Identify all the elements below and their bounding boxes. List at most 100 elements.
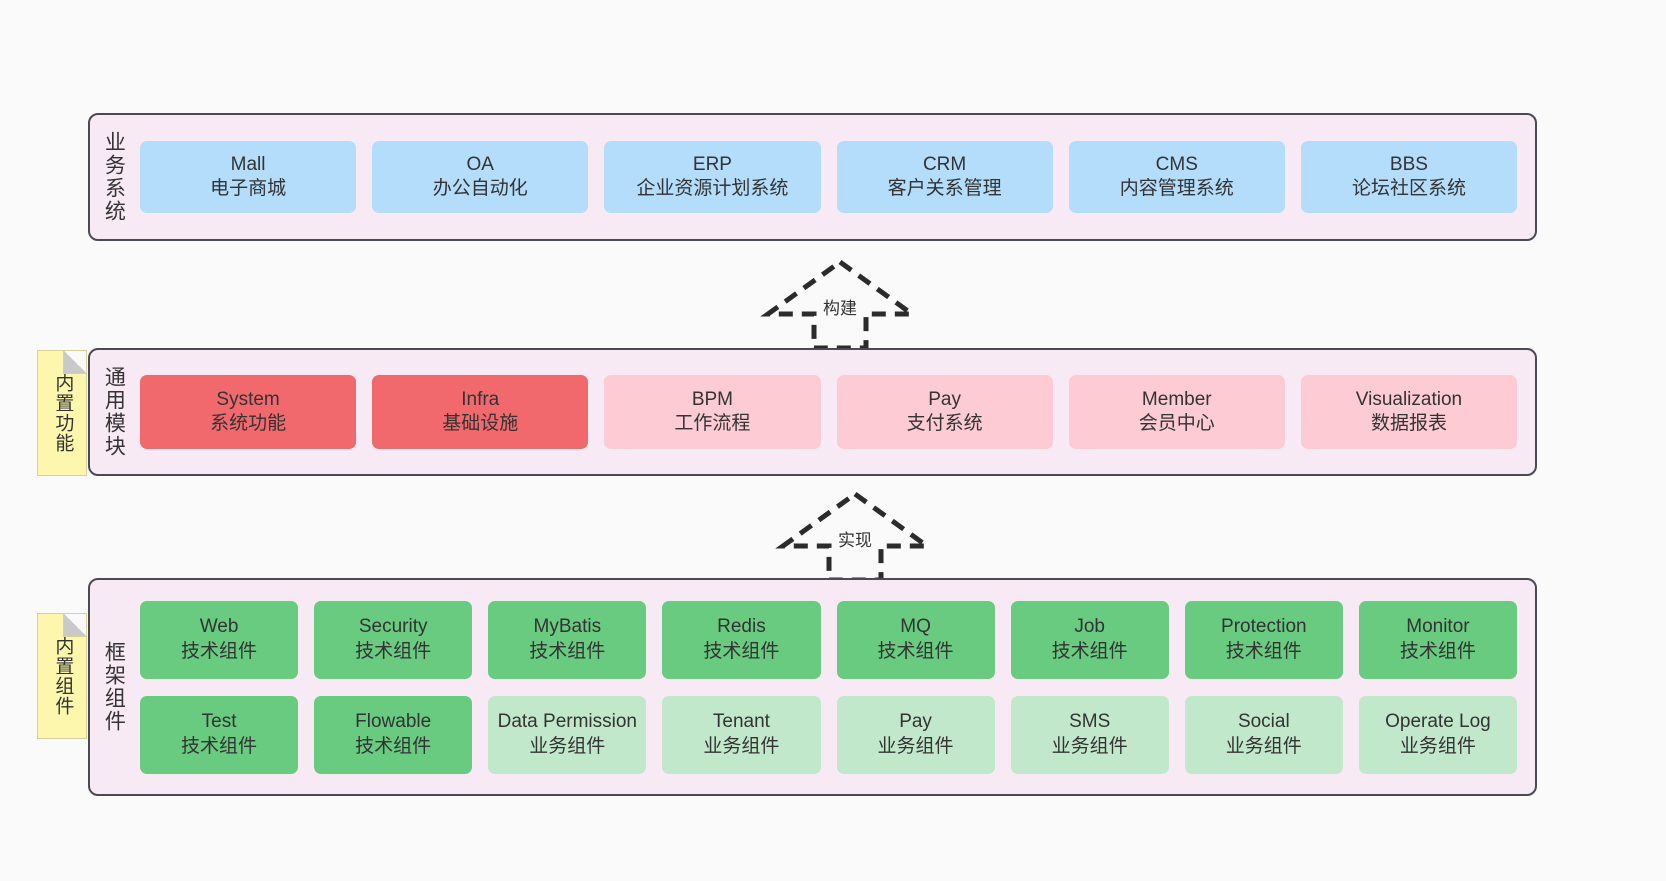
card-redis[interactable]: Redis 技术组件 xyxy=(662,600,821,679)
card-subtitle: 业务组件 xyxy=(703,735,780,757)
card-title: CRM xyxy=(922,153,967,175)
connector-realize-arrow: 实现 xyxy=(775,490,935,583)
card-test[interactable]: Test 技术组件 xyxy=(140,695,299,774)
card-row: Web 技术组件 Security 技术组件 MyBatis 技术组件 Redi… xyxy=(140,600,1517,679)
card-flowable[interactable]: Flowable 技术组件 xyxy=(314,695,473,774)
card-system[interactable]: System 系统功能 xyxy=(140,375,357,449)
card-title: Pay xyxy=(899,711,932,733)
card-subtitle: 技术组件 xyxy=(355,735,432,757)
card-crm[interactable]: CRM 客户关系管理 xyxy=(836,141,1053,213)
card-job[interactable]: Job 技术组件 xyxy=(1010,600,1169,679)
note-builtin-component: 内置组件 xyxy=(37,613,87,739)
card-subtitle: 企业资源计划系统 xyxy=(636,178,789,199)
card-title: Test xyxy=(201,711,237,733)
card-subtitle: 技术组件 xyxy=(703,640,780,662)
layer-body-common-module: System 系统功能 Infra 基础设施 BPM 工作流程 Pay 支付系统… xyxy=(136,350,1535,474)
card-subtitle: 内容管理系统 xyxy=(1119,178,1234,199)
card-subtitle: 数据报表 xyxy=(1370,413,1447,434)
card-subtitle: 电子商城 xyxy=(210,178,287,199)
card-subtitle: 基础设施 xyxy=(442,413,519,434)
card-social[interactable]: Social 业务组件 xyxy=(1184,695,1343,774)
card-subtitle: 技术组件 xyxy=(355,640,432,662)
card-erp[interactable]: ERP 企业资源计划系统 xyxy=(604,141,821,213)
card-infra[interactable]: Infra 基础设施 xyxy=(372,375,589,449)
card-title: Infra xyxy=(461,388,500,410)
card-bpm[interactable]: BPM 工作流程 xyxy=(604,375,821,449)
card-member[interactable]: Member 会员中心 xyxy=(1068,375,1285,449)
connector-build-arrow: 构建 xyxy=(760,258,920,351)
card-security[interactable]: Security 技术组件 xyxy=(314,600,473,679)
layer-framework-component: 框架组件 Web 技术组件 Security 技术组件 MyBatis 技术组件… xyxy=(88,578,1537,796)
card-subtitle: 业务组件 xyxy=(1225,735,1302,757)
card-subtitle: 客户关系管理 xyxy=(887,178,1002,199)
card-title: Protection xyxy=(1221,616,1307,638)
card-cms[interactable]: CMS 内容管理系统 xyxy=(1068,141,1285,213)
card-title: Tenant xyxy=(712,711,770,733)
card-title: Social xyxy=(1237,711,1290,733)
card-subtitle: 支付系统 xyxy=(906,413,983,434)
card-monitor[interactable]: Monitor 技术组件 xyxy=(1358,600,1517,679)
card-sms[interactable]: SMS 业务组件 xyxy=(1010,695,1169,774)
card-title: Flowable xyxy=(355,711,432,733)
card-data-permission[interactable]: Data Permission 业务组件 xyxy=(488,695,647,774)
card-tenant[interactable]: Tenant 业务组件 xyxy=(662,695,821,774)
card-subtitle: 论坛社区系统 xyxy=(1351,178,1466,199)
note-builtin-function: 内置功能 xyxy=(37,350,87,476)
card-subtitle: 技术组件 xyxy=(181,640,258,662)
card-protection[interactable]: Protection 技术组件 xyxy=(1184,600,1343,679)
card-subtitle: 业务组件 xyxy=(877,735,954,757)
layer-body-framework-component: Web 技术组件 Security 技术组件 MyBatis 技术组件 Redi… xyxy=(136,580,1535,794)
layer-label-framework-component: 框架组件 xyxy=(102,641,126,733)
card-subtitle: 技术组件 xyxy=(1399,640,1476,662)
generalization-arrow-icon xyxy=(760,258,920,351)
layer-body-business-system: Mall 电子商城 OA 办公自动化 ERP 企业资源计划系统 CRM 客户关系… xyxy=(136,115,1535,239)
layer-label-common-module: 通用模块 xyxy=(102,366,126,458)
generalization-arrow-icon xyxy=(775,490,935,583)
card-title: Visualization xyxy=(1355,388,1463,410)
card-title: BPM xyxy=(691,388,734,410)
card-web[interactable]: Web 技术组件 xyxy=(140,600,299,679)
card-title: BBS xyxy=(1389,153,1428,175)
card-subtitle: 业务组件 xyxy=(1051,735,1128,757)
card-title: Pay xyxy=(928,388,961,410)
layer-label-business-system: 业务系统 xyxy=(102,131,126,223)
card-title: CMS xyxy=(1155,153,1198,175)
card-title: Mall xyxy=(230,153,266,175)
card-title: Web xyxy=(199,616,239,638)
card-operate-log[interactable]: Operate Log 业务组件 xyxy=(1358,695,1517,774)
card-title: Data Permission xyxy=(497,711,637,733)
card-title: Job xyxy=(1074,616,1105,638)
card-row: Mall 电子商城 OA 办公自动化 ERP 企业资源计划系统 CRM 客户关系… xyxy=(140,141,1518,213)
card-bbs[interactable]: BBS 论坛社区系统 xyxy=(1300,141,1518,213)
card-pay-business[interactable]: Pay 业务组件 xyxy=(836,695,995,774)
card-title: Monitor xyxy=(1406,616,1470,638)
card-subtitle: 技术组件 xyxy=(1225,640,1302,662)
card-title: Operate Log xyxy=(1385,711,1491,733)
note-text: 内置组件 xyxy=(52,636,74,716)
card-title: Member xyxy=(1141,388,1212,410)
card-title: MyBatis xyxy=(533,616,602,638)
note-text: 内置功能 xyxy=(52,373,74,453)
card-subtitle: 系统功能 xyxy=(210,413,287,434)
card-subtitle: 办公自动化 xyxy=(432,178,528,199)
card-title: Security xyxy=(358,616,428,638)
card-row: System 系统功能 Infra 基础设施 BPM 工作流程 Pay 支付系统… xyxy=(140,375,1518,449)
card-pay[interactable]: Pay 支付系统 xyxy=(836,375,1053,449)
card-subtitle: 会员中心 xyxy=(1138,413,1215,434)
card-mybatis[interactable]: MyBatis 技术组件 xyxy=(488,600,647,679)
card-subtitle: 业务组件 xyxy=(529,735,606,757)
card-subtitle: 技术组件 xyxy=(181,735,258,757)
card-visualization[interactable]: Visualization 数据报表 xyxy=(1300,375,1518,449)
card-title: ERP xyxy=(692,153,732,175)
card-subtitle: 技术组件 xyxy=(1051,640,1128,662)
card-subtitle: 工作流程 xyxy=(674,413,751,434)
card-oa[interactable]: OA 办公自动化 xyxy=(372,141,589,213)
card-subtitle: 业务组件 xyxy=(1399,735,1476,757)
card-title: Redis xyxy=(717,616,766,638)
card-mall[interactable]: Mall 电子商城 xyxy=(140,141,357,213)
card-title: SMS xyxy=(1069,711,1111,733)
card-mq[interactable]: MQ 技术组件 xyxy=(836,600,995,679)
card-title: System xyxy=(216,388,280,410)
card-subtitle: 技术组件 xyxy=(877,640,954,662)
